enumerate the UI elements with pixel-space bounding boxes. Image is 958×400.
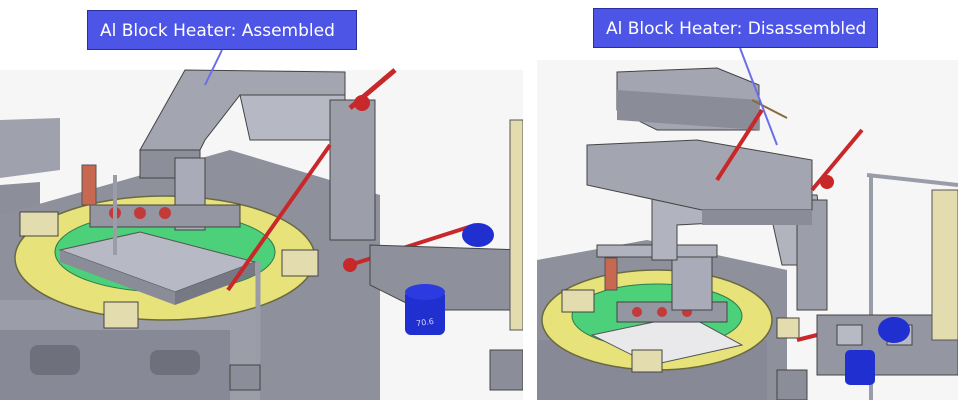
blue-motor-2 [845,350,875,385]
pipe-horizontal [866,173,958,187]
tan-block-1 [19,211,59,237]
copper-cylinder [604,257,618,291]
assembled-view-panel [0,49,523,400]
panel-divider [523,0,537,400]
left-rail [0,118,60,178]
tan-block-1 [561,289,595,313]
disassembled-cad-rendering [537,0,958,400]
blue-motor-1 [462,223,494,247]
blue-motor-1 [878,317,910,343]
blue-motor-2 [405,290,445,335]
callout-pointer-right [739,47,778,146]
callout-pointer-left [204,49,223,86]
tan-block-3 [776,317,800,339]
center-column [671,254,713,311]
heater-rod-2 [226,143,332,292]
assembled-label: Al Block Heater: Assembled [87,10,357,50]
tan-block-2 [631,349,663,373]
vertical-support [329,99,376,241]
assembled-cad-rendering [0,49,523,400]
copper-cylinder [81,164,97,206]
wire-leads [751,99,788,119]
tan-block-2 [281,249,319,277]
heater-rod-1 [715,108,764,182]
disassembled-label: Al Block Heater: Disassembled [593,8,878,48]
tan-block-3 [103,301,139,329]
disassembled-view-panel [537,0,958,400]
